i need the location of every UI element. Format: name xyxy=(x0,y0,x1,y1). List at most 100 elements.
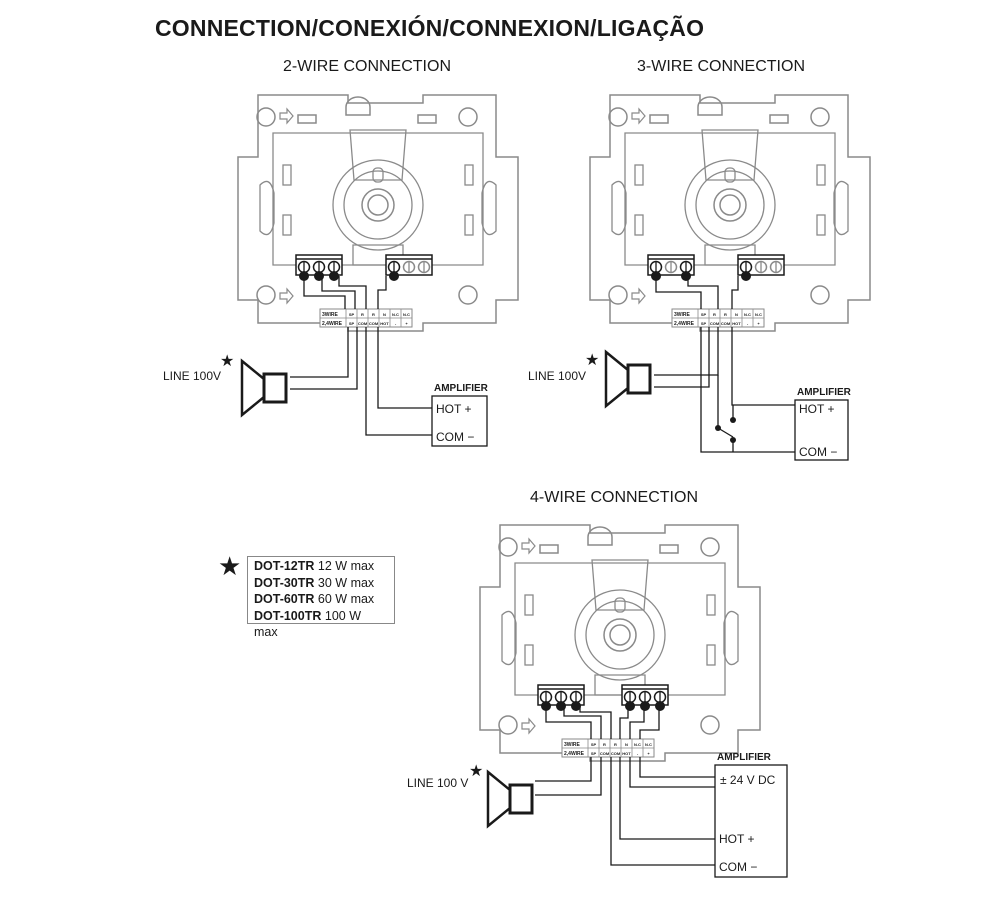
heading-3-wire: 3-WIRE CONNECTION xyxy=(637,58,805,75)
side-slot xyxy=(816,214,826,236)
legend-item: DOT-30TR 30 W max xyxy=(254,575,375,590)
star-icon: ★ xyxy=(585,352,599,369)
side-keyhole xyxy=(481,180,497,236)
arrow-icon xyxy=(521,537,536,555)
mounting-hole xyxy=(458,285,478,305)
speaker-icon xyxy=(240,358,288,418)
side-slot xyxy=(524,594,534,616)
keyhole xyxy=(697,96,723,116)
knob-ring xyxy=(343,170,413,240)
inner-frame xyxy=(624,132,836,266)
terminal-code: COM xyxy=(369,321,379,326)
mounting-hole xyxy=(458,107,478,127)
mounting-hole xyxy=(608,107,628,127)
inner-frame xyxy=(514,562,726,696)
speaker-cone xyxy=(240,358,266,418)
wire xyxy=(731,327,795,406)
amplifier-label: AMPLIFIER xyxy=(797,387,852,398)
plate-outline xyxy=(479,524,761,762)
wire xyxy=(654,327,710,388)
wire-connection-dot xyxy=(389,271,399,281)
wire-connection-dot xyxy=(741,271,751,281)
knob-outer xyxy=(684,159,776,251)
heading-4-wire: 4-WIRE CONNECTION xyxy=(530,489,698,506)
terminal-code: N xyxy=(625,742,628,747)
terminal-code: R xyxy=(713,312,716,317)
speaker-icon xyxy=(604,349,652,409)
mounting-hole xyxy=(810,285,830,305)
amplifier-box xyxy=(714,764,788,878)
star-icon: ★ xyxy=(218,551,242,581)
heading-2-wire: 2-WIRE CONNECTION xyxy=(283,58,451,75)
wire-connection-dot xyxy=(329,271,339,281)
wire xyxy=(535,757,592,782)
wire xyxy=(639,757,715,778)
terminal-code: HOT xyxy=(380,321,389,326)
arrow-icon xyxy=(279,107,294,125)
knob-notch xyxy=(724,167,736,183)
switch-contact-dot xyxy=(730,437,736,443)
terminal-code: N.C xyxy=(403,312,410,317)
wire xyxy=(579,706,612,739)
wire xyxy=(338,276,367,309)
speaker-label-line-100-v: LINE 100 V xyxy=(407,776,468,790)
side-slot xyxy=(464,214,474,236)
terminal-code: N.C xyxy=(634,742,641,747)
terminal-code: HOT xyxy=(732,321,741,326)
legend-item: DOT-60TR 60 W max xyxy=(254,592,375,606)
slot xyxy=(649,114,669,124)
terminal-code: + xyxy=(405,321,408,326)
terminal-code: - xyxy=(395,321,397,326)
knob-outer xyxy=(574,589,666,681)
side-slot xyxy=(524,644,534,666)
terminal-code: + xyxy=(757,321,760,326)
mounting-hole xyxy=(700,537,720,557)
amplifier-label: AMPLIFIER xyxy=(717,752,772,763)
slot xyxy=(659,544,679,554)
mounting-hole xyxy=(498,537,518,557)
side-slot xyxy=(282,164,292,186)
power-legend: DOT-12TR 12 W max DOT-30TR 30 W max DOT-… xyxy=(247,556,395,639)
terminal-code: N xyxy=(735,312,738,317)
side-keyhole xyxy=(611,180,627,236)
knob-center xyxy=(361,188,395,222)
star-icon: ★ xyxy=(220,353,234,370)
terminal-code: + xyxy=(647,751,650,756)
star-icon: ★ xyxy=(469,763,483,780)
terminal-code: SP xyxy=(591,751,597,756)
terminal-code: N.C xyxy=(392,312,399,317)
terminal-code: R xyxy=(372,312,375,317)
amplifier-com-terminal: COM − xyxy=(719,860,757,874)
terminal-code: COM xyxy=(358,321,368,326)
terminal-row1-label: 3WIRE xyxy=(564,742,581,748)
wire xyxy=(545,706,592,739)
wall-plate xyxy=(479,524,761,762)
terminal-code: R xyxy=(361,312,364,317)
arrow-icon xyxy=(279,287,294,305)
wire xyxy=(655,276,702,309)
wall-plate xyxy=(589,94,871,332)
terminal-code: SP xyxy=(591,742,597,747)
side-slot xyxy=(282,214,292,236)
terminal-code: N xyxy=(383,312,386,317)
page-title: CONNECTION/CONEXIÓN/CONNEXION/LIGAÇÃO xyxy=(155,15,705,41)
wire xyxy=(629,706,645,739)
keyhole xyxy=(587,526,613,546)
side-keyhole xyxy=(259,180,275,236)
speaker-magnet xyxy=(262,372,288,404)
speaker-cone xyxy=(604,349,630,409)
terminal-row2-label: 2,4WIRE xyxy=(322,321,343,327)
wire-connection-dot xyxy=(625,701,635,711)
knob-ring xyxy=(695,170,765,240)
wire xyxy=(365,327,432,436)
mounting-hole xyxy=(256,107,276,127)
terminal-code: COM xyxy=(721,321,731,326)
side-keyhole xyxy=(833,180,849,236)
terminal-code: R xyxy=(614,742,617,747)
wire-connection-dot xyxy=(681,271,691,281)
speaker-icon xyxy=(486,769,534,829)
legend-item: DOT-100TR 100 W max xyxy=(254,608,362,640)
mounting-hole xyxy=(498,715,518,735)
